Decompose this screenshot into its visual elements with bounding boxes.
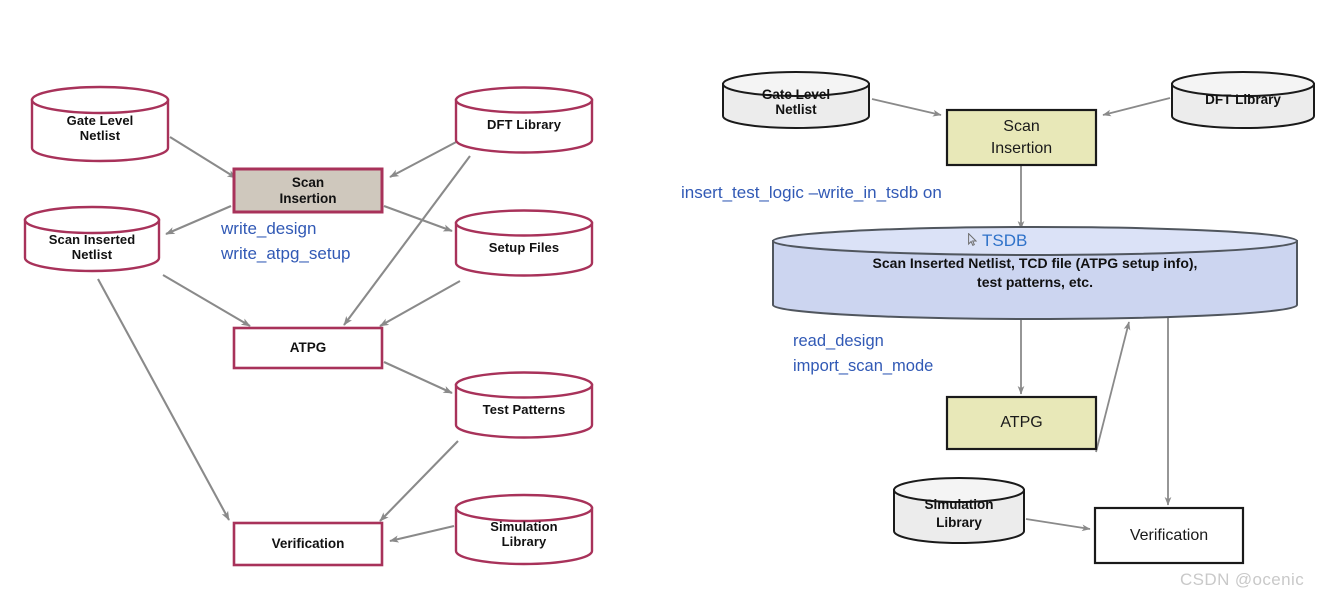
arrow-sin-to-verif [97,278,230,521]
node-simulation-library-left[interactable] [454,493,594,566]
label-tsdb-title: TSDB [982,231,1028,250]
arrow-r-gln-to-scan [871,98,942,117]
right-diagram-arrows [871,97,1172,532]
node-atpg-right[interactable] [945,395,1098,451]
arrow-tp-to-verif [379,440,459,522]
right-diagram-nodes [722,71,1315,565]
arrow-dft-to-scan [389,139,461,178]
node-tsdb[interactable] [772,226,1298,320]
node-verification-left[interactable] [232,521,384,567]
left-diagram-arrows [97,136,471,543]
arrow-r-atpg-to-tsdb [1095,321,1131,453]
label-tsdb-body: Scan Inserted Netlist, TCD file (ATPG se… [872,255,1198,290]
command-import-scan-mode: import_scan_mode [793,357,934,375]
watermark-text: CSDN @ocenic [1180,570,1305,589]
node-dft-library-right[interactable] [1171,71,1315,129]
arrow-scan-to-sin [165,205,232,235]
arrow-dft-to-atpg [343,155,471,326]
node-setup-files-left[interactable] [454,209,594,277]
node-scan-insertion-right[interactable] [945,108,1098,167]
left-diagram-nodes [23,85,594,567]
node-atpg-left[interactable] [232,326,384,370]
node-gate-level-netlist-right[interactable] [722,71,870,129]
node-dft-library-left[interactable] [454,86,594,154]
command-write-design: write_design [221,219,317,238]
command-insert-test-logic: insert_test_logic –write_in_tsdb on [681,183,942,202]
arrow-sin-to-atpg [162,274,251,327]
arrow-atpg-to-tp [383,361,453,394]
node-verification-right[interactable] [1093,506,1245,565]
node-test-patterns-left[interactable] [454,371,594,439]
arrow-r-dft-to-scan [1102,97,1171,117]
command-write-atpg-setup: write_atpg_setup [221,244,351,263]
arrow-scan-to-setup [383,205,453,232]
node-simulation-library-right[interactable] [893,477,1025,544]
command-read-design: read_design [793,332,884,350]
arrow-gln-to-scan [169,136,237,179]
node-scan-inserted-netlist-left[interactable] [23,205,161,273]
arrow-setup-to-atpg [379,280,461,327]
mouse-cursor-icon [968,233,977,246]
node-scan-insertion-left[interactable] [232,167,384,214]
arrow-r-simlib-to-verif [1025,518,1091,532]
arrow-simlib-to-verif [389,524,455,543]
node-gate-level-netlist-left[interactable] [30,85,170,163]
